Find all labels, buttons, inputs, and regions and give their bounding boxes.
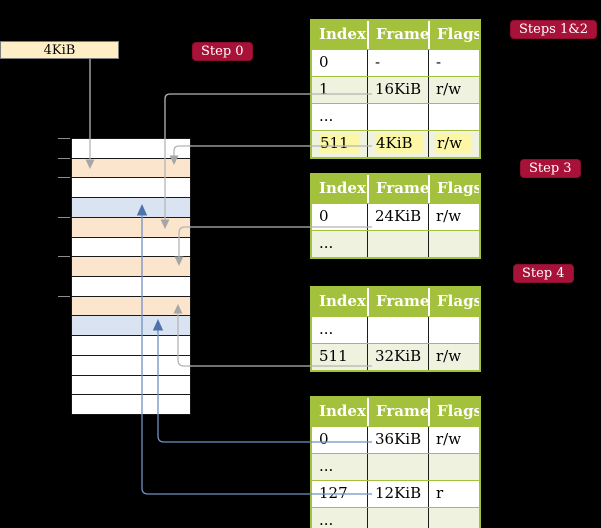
page-table-steps-1-2-row-0: 0 -- [312, 49, 479, 76]
memory-row-13-white [72, 395, 190, 415]
column-header-frame: Frame [367, 175, 428, 203]
page-table-step-4b-row-...: ... [312, 507, 479, 528]
memory-row-12-white [72, 375, 190, 396]
memory-row-1-orange [72, 158, 190, 179]
table-cell: ... [319, 320, 334, 338]
frame-size-label: 4KiB [0, 41, 119, 59]
highlighted-value: 4KiB [375, 133, 423, 154]
table-cell: ... [319, 234, 334, 252]
badge-step-4: Step 4 [513, 264, 574, 283]
column-header-frame: Frame [367, 288, 428, 316]
page-table-steps-1-2-row-...: ... [312, 103, 479, 130]
table-cell: 32KiB [367, 344, 428, 370]
badge-step-0: Step 0 [192, 42, 253, 61]
page-table-step-4a-row-...: ... [312, 316, 479, 343]
memory-row-11-white [72, 355, 190, 376]
table-cell [367, 454, 428, 480]
table-cell: 511 [319, 347, 348, 365]
table-cell: ... [319, 511, 334, 528]
memory-row-3-blue [72, 198, 190, 218]
table-cell: 127 [319, 484, 348, 502]
memory-strip [71, 138, 191, 415]
strip-tick [58, 296, 70, 297]
memory-row-7-white [72, 277, 190, 297]
table-cell: r/w [428, 427, 479, 453]
strip-tick [58, 217, 70, 218]
strip-tick [58, 256, 70, 257]
column-header-index: Index [319, 292, 366, 310]
table-cell [428, 508, 479, 528]
page-table-step-3-row-...: ... [312, 230, 479, 257]
table-cell: 12KiB [367, 481, 428, 507]
highlighted-value: r/w [436, 133, 473, 154]
page-table-step-4b-row-...: ... [312, 453, 479, 480]
table-cell [428, 454, 479, 480]
table-cell: 4KiB [367, 131, 428, 157]
badge-steps-1-2: Steps 1&2 [510, 20, 598, 39]
table-cell: r/w [428, 204, 479, 230]
table-cell: r/w [428, 77, 479, 103]
table-cell: - [367, 50, 428, 76]
column-header-index: Index [319, 25, 366, 43]
column-header-flags: Flags [428, 21, 479, 49]
table-cell: 0 [319, 207, 329, 225]
table-cell: 16KiB [367, 77, 428, 103]
table-cell: r/w [428, 344, 479, 370]
memory-row-2-white [72, 178, 190, 199]
column-header-flags: Flags [428, 398, 479, 426]
column-header-flags: Flags [428, 175, 479, 203]
strip-tick [58, 138, 70, 139]
memory-row-6-orange [72, 257, 190, 278]
column-header-frame: Frame [367, 21, 428, 49]
memory-row-4-orange [72, 217, 190, 238]
memory-row-5-white [72, 237, 190, 258]
table-cell: 36KiB [367, 427, 428, 453]
table-cell [367, 231, 428, 257]
table-cell: ... [319, 457, 334, 475]
table-cell: r/w [428, 131, 479, 157]
table-cell: 1 [319, 80, 329, 98]
highlighted-value: 511 [319, 133, 359, 154]
table-cell: ... [319, 107, 334, 125]
strip-tick [58, 177, 70, 178]
table-cell [367, 508, 428, 528]
column-header-index: Index [319, 179, 366, 197]
table-cell: 0 [319, 53, 329, 71]
table-cell: 0 [319, 430, 329, 448]
table-cell [428, 317, 479, 343]
table-cell [428, 104, 479, 130]
table-cell [428, 231, 479, 257]
memory-row-0-white [72, 139, 190, 159]
frame-size-text: 4KiB [43, 42, 76, 58]
memory-row-9-blue [72, 316, 190, 337]
strip-tick [58, 158, 70, 159]
column-header-frame: Frame [367, 398, 428, 426]
column-header-flags: Flags [428, 288, 479, 316]
memory-row-8-orange [72, 296, 190, 317]
column-header-index: Index [319, 402, 366, 420]
badge-step-3: Step 3 [520, 159, 581, 178]
table-cell: - [428, 50, 479, 76]
table-cell [367, 104, 428, 130]
table-cell: r [428, 481, 479, 507]
page-table-steps-1-2-row-511: 511 4KiB r/w [312, 130, 479, 157]
table-cell [367, 317, 428, 343]
memory-row-10-white [72, 336, 190, 356]
table-cell: 24KiB [367, 204, 428, 230]
table-cell: 511 [312, 131, 367, 157]
